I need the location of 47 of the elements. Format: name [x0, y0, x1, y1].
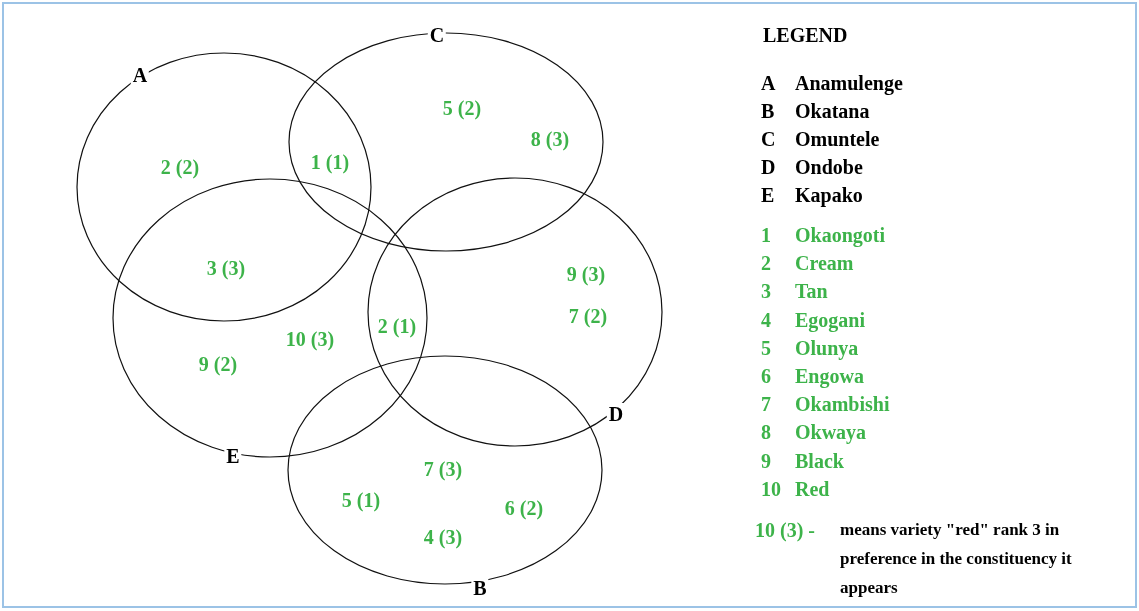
legend-key: A — [761, 72, 776, 94]
region-value: 1 (1) — [310, 151, 350, 173]
legend-name: Kapako — [795, 184, 863, 206]
region-value: 5 (1) — [341, 489, 381, 511]
legend-key: 6 — [761, 365, 771, 387]
region-value: 7 (2) — [568, 305, 608, 327]
region-value: 9 (2) — [198, 353, 238, 375]
region-value: 7 (3) — [423, 458, 463, 480]
legend-name: Omuntele — [795, 128, 880, 150]
legend-key: 10 — [761, 477, 781, 500]
legend-key: E — [761, 184, 775, 206]
legend-name: Red — [795, 477, 830, 500]
region-value: 5 (2) — [442, 97, 482, 119]
legend-name: Okambishi — [795, 393, 890, 416]
legend-key: 7 — [761, 393, 771, 416]
legend-name: Engowa — [795, 365, 864, 387]
region-value: 4 (3) — [423, 526, 463, 548]
legend-title: LEGEND — [763, 24, 848, 46]
legend-key: 3 — [761, 280, 771, 303]
legend-name: Cream — [795, 252, 854, 275]
legend-key: 5 — [761, 336, 771, 359]
region-value: 10 (3) — [285, 328, 335, 350]
legend-key: 4 — [761, 308, 771, 331]
legend-key: D — [761, 156, 776, 178]
note-key: 10 (3) - — [755, 519, 815, 541]
legend-name: Anamulenge — [795, 72, 903, 94]
legend-key: 1 — [761, 224, 771, 246]
legend-key: 8 — [761, 421, 771, 444]
legend-name: Tan — [795, 280, 828, 303]
legend-name: Okwaya — [795, 421, 867, 444]
note-text: means variety "red" rank 3 in preference in the constituency it appears — [840, 519, 1073, 599]
legend-key: 2 — [761, 252, 771, 275]
legend-key: B — [761, 100, 775, 122]
legend-name: Okaongoti — [795, 224, 886, 246]
region-value: 8 (3) — [530, 128, 570, 150]
region-value: 2 (2) — [160, 156, 200, 178]
legend-name: Ondobe — [795, 156, 863, 178]
region-value: 9 (3) — [566, 263, 606, 285]
region-value: 3 (3) — [206, 257, 246, 279]
legend-name: Egogani — [795, 308, 866, 331]
legend-key: C — [761, 128, 776, 150]
legend-name: Olunya — [795, 336, 859, 359]
legend-key: 9 — [761, 449, 771, 472]
region-value: 2 (1) — [377, 315, 417, 337]
legend-name: Okatana — [795, 100, 870, 122]
legend-name: Black — [795, 449, 844, 472]
region-value: 6 (2) — [504, 497, 544, 519]
